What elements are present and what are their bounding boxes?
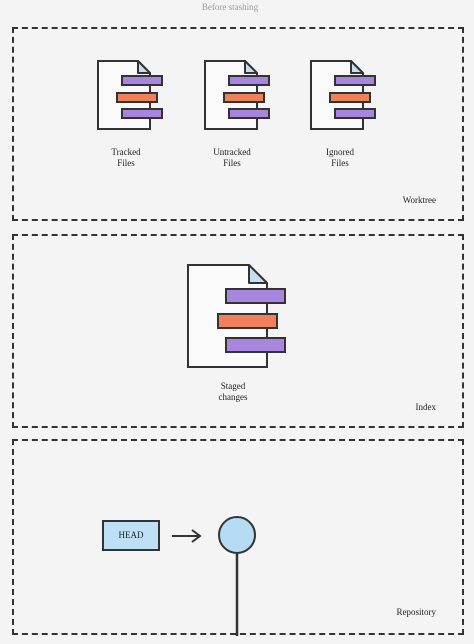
repository-label: Repository xyxy=(396,607,437,617)
diagram-title: Before stashing xyxy=(201,2,259,12)
arrow-right-icon xyxy=(172,529,202,543)
tracked-files-icon xyxy=(97,60,163,130)
index-zone: Index xyxy=(12,234,464,428)
untracked-files-caption: Untracked Files xyxy=(213,147,251,168)
index-label: Index xyxy=(415,402,437,412)
commit-node xyxy=(218,516,256,554)
worktree-label: Worktree xyxy=(402,195,436,205)
ignored-files-caption: Ignored Files xyxy=(326,147,354,168)
ignored-files-icon xyxy=(310,60,376,130)
tracked-files-caption: Tracked Files xyxy=(111,147,141,168)
staged-changes-icon xyxy=(187,264,286,368)
head-pointer: HEAD xyxy=(102,520,160,551)
staged-changes-caption: Staged changes xyxy=(218,381,248,402)
worktree-zone: Worktree xyxy=(12,27,464,221)
untracked-files-icon xyxy=(204,60,270,130)
